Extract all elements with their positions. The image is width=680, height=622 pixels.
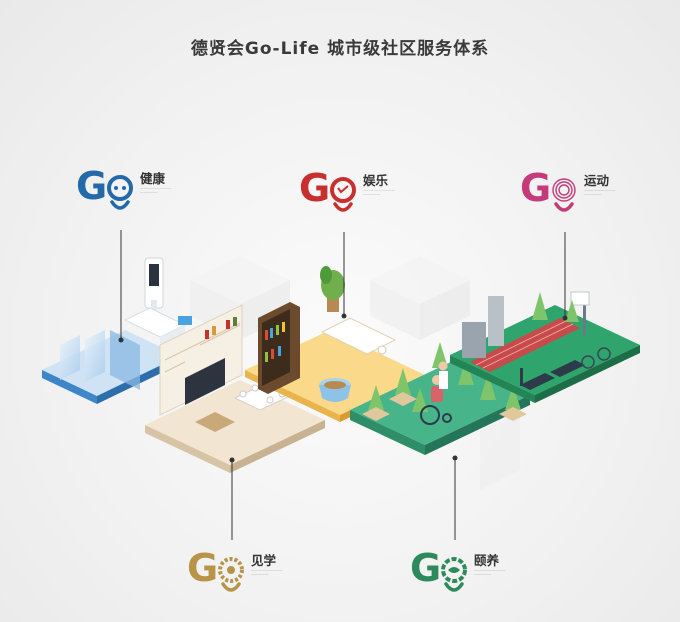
badge-label: 健康 — [140, 171, 166, 186]
connector-lines — [120, 230, 566, 540]
badge-go-letter: G — [187, 546, 218, 590]
sports-platform — [450, 291, 640, 403]
care-platform — [350, 342, 530, 455]
badge-caption-lines: —————————————— — [474, 568, 506, 576]
badge-go-letter: G — [410, 546, 441, 590]
care-o-icon — [441, 557, 467, 592]
badge-care: G 颐养 —————————————— — [410, 546, 530, 606]
entertainment-o-icon — [330, 177, 356, 212]
badge-learning: G 见学 —————————————— — [187, 546, 307, 606]
health-platform — [42, 257, 192, 404]
page-title: 德贤会Go-Life 城市级社区服务体系 — [190, 39, 490, 59]
ghost-boxes — [190, 256, 630, 490]
badge-entertainment: G 娱乐 —————————————— — [299, 166, 419, 226]
badge-caption-lines: —————————————— — [140, 186, 172, 194]
learning-platform — [145, 304, 325, 473]
learning-o-icon — [218, 557, 244, 592]
badge-label: 运动 — [584, 173, 610, 188]
badge-caption-lines: —————————————— — [584, 188, 616, 196]
badge-go-letter: G — [76, 164, 107, 208]
badge-health: G 健康 —————————————— — [76, 164, 196, 224]
badge-caption-lines: —————————————— — [251, 568, 283, 576]
health-o-icon — [107, 175, 133, 210]
badge-label: 颐养 — [474, 553, 500, 568]
badge-caption-lines: —————————————— — [363, 188, 395, 196]
badge-sports: G 运动 —————————————— — [520, 166, 640, 226]
badge-label: 娱乐 — [363, 173, 389, 188]
sports-o-icon — [552, 178, 576, 212]
badge-go-letter: G — [520, 166, 551, 210]
badge-label: 见学 — [251, 553, 277, 568]
badge-go-letter: G — [299, 166, 330, 210]
